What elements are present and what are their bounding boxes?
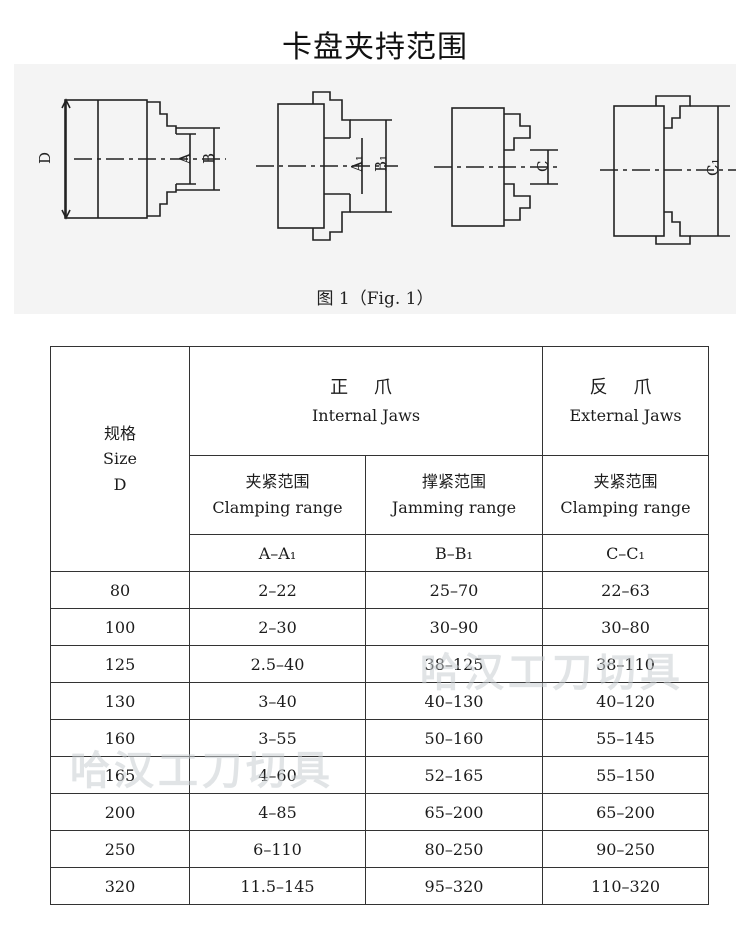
cell-b: 52–165	[364, 756, 544, 794]
subheader-zh: 夹紧范围	[245, 472, 310, 492]
cell-a: 2.5–40	[189, 645, 366, 683]
size-header-zh: 规格	[103, 423, 136, 443]
subheader-clamping-internal: 夹紧范围 Clamping range	[189, 455, 366, 535]
cell-c: 55–150	[542, 756, 710, 794]
cell-a: 4–60	[189, 756, 366, 794]
cell-a: 6–110	[189, 830, 366, 868]
cell-b: 30–90	[364, 608, 544, 646]
external-jaws-en: External Jaws	[569, 405, 682, 425]
chuck-diagram: D A B A₁ B₁ C C₁	[36, 91, 736, 245]
external-jaws-header: 反 爪 External Jaws	[542, 346, 710, 456]
chuck1-upper-jaw	[147, 101, 177, 134]
cell-a: 3–40	[189, 682, 366, 720]
cell-size: 250	[50, 830, 190, 868]
cell-a: 2–22	[189, 571, 366, 609]
cell-c: 110–320	[542, 867, 710, 905]
cell-b: 65–200	[364, 793, 544, 831]
chuck2-upper-jaw	[312, 91, 351, 138]
cell-c: 65–200	[542, 793, 710, 831]
cell-b: 80–250	[364, 830, 544, 868]
label-c1: C₁	[704, 159, 722, 177]
symbol-b: B–B₁	[364, 534, 544, 572]
cell-a: 3–55	[189, 719, 366, 757]
subheader-en: Clamping range	[212, 498, 343, 517]
subheader-clamping-external: 夹紧范围 Clamping range	[542, 455, 710, 535]
chuck1-lower-jaw	[147, 184, 177, 217]
subheader-en: Clamping range	[560, 498, 691, 517]
size-header-sym: D	[113, 474, 127, 494]
figure-caption: 图 1（Fig. 1）	[316, 289, 434, 309]
subheader-zh: 撑紧范围	[422, 472, 487, 492]
internal-jaws-en: Internal Jaws	[311, 405, 421, 425]
label-c: C	[534, 161, 552, 172]
cell-size: 130	[50, 682, 190, 720]
cell-b: 40–130	[364, 682, 544, 720]
cell-b: 38–125	[364, 645, 544, 683]
internal-jaws-header: 正 爪 Internal Jaws	[188, 346, 544, 456]
cell-c: 40–120	[542, 682, 710, 720]
label-a: A	[176, 153, 194, 165]
cell-size: 165	[50, 756, 190, 794]
cell-c: 22–63	[542, 571, 710, 609]
label-b: B	[200, 153, 218, 164]
symbol-c: C–C₁	[542, 534, 710, 572]
internal-jaws-zh: 正 爪	[330, 376, 402, 398]
cell-size: 80	[50, 571, 190, 609]
cell-size: 125	[50, 645, 190, 683]
cell-b: 95–320	[364, 867, 544, 905]
symbol-a: A–A₁	[189, 534, 366, 572]
subheader-zh: 夹紧范围	[593, 472, 658, 492]
chuck4-lower-jaw	[655, 211, 691, 245]
cell-size: 100	[50, 608, 190, 646]
label-b1: B₁	[372, 155, 390, 172]
subheader-en: Jamming range	[391, 498, 517, 517]
cell-c: 38–110	[542, 645, 710, 683]
chuck3-upper-jaw	[504, 113, 531, 151]
label-d: D	[36, 152, 54, 164]
spec-table: 规格 Size D 正 爪 Internal Jaws 反 爪 External…	[50, 346, 710, 905]
chuck4-body	[613, 105, 665, 237]
chuck2-lower-jaw	[312, 194, 351, 241]
cell-a: 2–30	[189, 608, 366, 646]
page-title: 卡盘夹持范围	[282, 30, 468, 65]
external-jaws-zh: 反 爪	[589, 376, 662, 398]
cell-b: 25–70	[364, 571, 544, 609]
cell-size: 160	[50, 719, 190, 757]
cell-c: 90–250	[542, 830, 710, 868]
cell-a: 11.5–145	[189, 867, 366, 905]
size-header-cell: 规格 Size D	[50, 346, 190, 572]
cell-size: 200	[50, 793, 190, 831]
chuck3-lower-jaw	[504, 183, 531, 221]
label-a1: A₁	[348, 155, 366, 173]
cell-c: 30–80	[542, 608, 710, 646]
cell-size: 320	[50, 867, 190, 905]
chuck4-upper-jaw	[655, 95, 691, 129]
cell-a: 4–85	[189, 793, 366, 831]
subheader-jamming: 撑紧范围 Jamming range	[364, 455, 544, 535]
cell-b: 50–160	[364, 719, 544, 757]
cell-c: 55–145	[542, 719, 710, 757]
size-header-en: Size	[103, 449, 137, 469]
